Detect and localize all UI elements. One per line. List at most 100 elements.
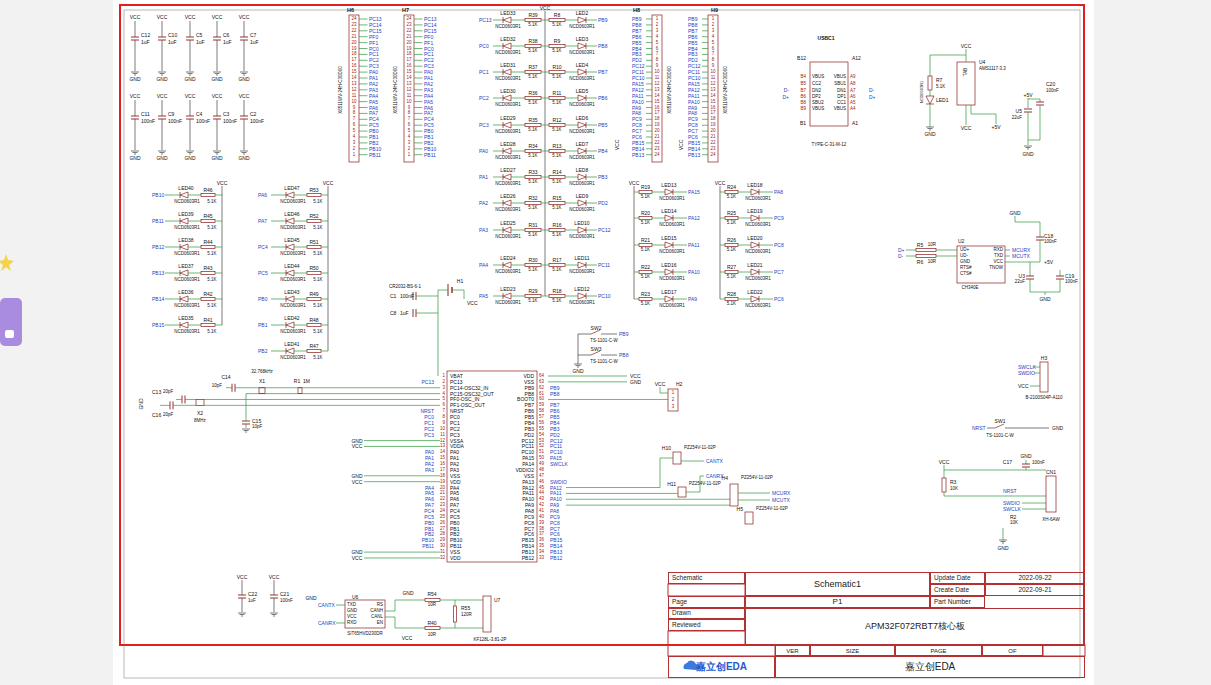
schematic-label: NCD0603R1 xyxy=(569,77,595,82)
schematic-label: PA8 xyxy=(688,111,697,116)
led-symbol xyxy=(286,218,294,224)
schematic-label: 100nF xyxy=(1046,89,1059,94)
schematic-label: VCC xyxy=(185,94,196,99)
wire xyxy=(720,186,721,299)
schematic-label: U2 xyxy=(958,239,964,244)
schematic-label: LED46 xyxy=(284,212,299,217)
schematic-label: LED16 xyxy=(661,263,676,268)
schematic-label: 5.1K xyxy=(313,304,322,309)
schematic-label: A6 xyxy=(850,95,856,100)
schematic-label: U6 xyxy=(352,595,358,600)
schematic-label: 14 xyxy=(654,93,659,98)
schematic-label: PA2 xyxy=(425,462,434,467)
schematic-label: PC2 xyxy=(479,96,489,101)
schematic-label: NCD0603R1 xyxy=(495,182,521,187)
schematic-label: LED39 xyxy=(178,212,193,217)
schematic-label: 1uF xyxy=(223,40,232,45)
wire xyxy=(511,296,525,297)
wire xyxy=(189,75,191,76)
wire xyxy=(414,125,423,126)
schematic-label: GND xyxy=(129,77,140,82)
schematic-label: PB5 xyxy=(550,415,559,420)
wire xyxy=(503,43,504,49)
schematic-label: 51 xyxy=(539,450,544,455)
wire xyxy=(414,131,423,132)
schematic-label: 9 xyxy=(408,105,411,110)
wire xyxy=(162,40,163,71)
schematic-label: PA5 xyxy=(369,99,378,104)
schematic-label: D- xyxy=(784,88,789,93)
wire xyxy=(271,195,286,196)
wire xyxy=(503,95,504,101)
wire xyxy=(541,151,549,152)
wire xyxy=(578,334,579,364)
schematic-label: GND xyxy=(156,156,167,161)
schematic-label: PC3 xyxy=(369,64,379,69)
wire xyxy=(511,98,525,99)
schematic-label: 10K xyxy=(950,487,958,492)
wire xyxy=(414,36,423,37)
led-symbol xyxy=(751,269,759,275)
schematic-label: 50 xyxy=(539,456,544,461)
wire xyxy=(646,66,652,67)
led-symbol xyxy=(503,293,511,299)
wire xyxy=(936,256,957,257)
schematic-label: LED38 xyxy=(178,238,193,243)
schematic-label: GND xyxy=(156,77,167,82)
schematic-label: 13 xyxy=(351,82,356,87)
schematic-label: LED19 xyxy=(747,209,762,214)
wire xyxy=(493,72,503,73)
schematic-label: PA12 xyxy=(522,485,534,490)
schematic-label: PB1 xyxy=(258,323,267,328)
schematic-label: B-2100S04P-A110 xyxy=(1025,396,1062,401)
schematic-label: 10R xyxy=(928,260,936,265)
schematic-label: NCD0603R1 xyxy=(569,156,595,161)
schematic-label: PA1 xyxy=(369,76,378,81)
wire xyxy=(414,60,423,61)
wire xyxy=(660,458,673,459)
component-outline xyxy=(483,596,491,632)
schematic-label: 5 xyxy=(353,129,356,134)
schematic-label: GND xyxy=(139,398,144,409)
wire xyxy=(321,273,328,274)
schematic-label: PA3 xyxy=(369,87,378,92)
schematic-label: 18 xyxy=(654,117,659,122)
schematic-label: R39 xyxy=(528,13,537,18)
schematic-label: NCD0603R1 xyxy=(280,252,306,257)
schematic-label: GND xyxy=(402,591,413,596)
wire xyxy=(395,600,396,611)
schematic-label: 59 xyxy=(539,403,544,408)
schematic-label: PC6 xyxy=(688,135,698,140)
schematic-label: PB4 xyxy=(525,420,534,425)
schematic-label: PC4 xyxy=(424,509,434,514)
led-symbol xyxy=(180,270,188,276)
schematic-label: 3 xyxy=(408,141,411,146)
schematic-label: PA12 xyxy=(632,87,644,92)
wire xyxy=(190,21,191,37)
schematic-label: H3 xyxy=(1041,356,1047,361)
schematic-label: LED6 xyxy=(576,116,589,121)
schematic-label: 25 xyxy=(440,515,445,520)
component-outline xyxy=(525,150,541,153)
schematic-label: PB2 xyxy=(450,532,459,537)
schematic-label: X2 xyxy=(197,411,203,416)
schematic-label: CANRX xyxy=(318,621,336,626)
schematic-label: 2 xyxy=(672,398,675,403)
wire xyxy=(294,195,307,196)
wire xyxy=(759,245,773,246)
wire xyxy=(186,151,194,152)
schematic-label: PA0 xyxy=(479,149,488,154)
schematic-label: PC4 xyxy=(424,117,434,122)
schematic-label: PA5 xyxy=(425,491,434,496)
schematic-label: 5.1K xyxy=(641,302,650,307)
wire xyxy=(720,192,725,193)
wire xyxy=(213,37,221,38)
wire xyxy=(673,245,687,246)
sheet-border xyxy=(124,10,1080,678)
component-outline xyxy=(307,220,321,223)
schematic-label: NCD0603R1 xyxy=(174,330,200,335)
schematic-label: GND xyxy=(211,156,222,161)
schematic-label: PC11 xyxy=(522,444,534,449)
led-symbol xyxy=(503,262,511,268)
schematic-label: GND xyxy=(1052,426,1063,431)
